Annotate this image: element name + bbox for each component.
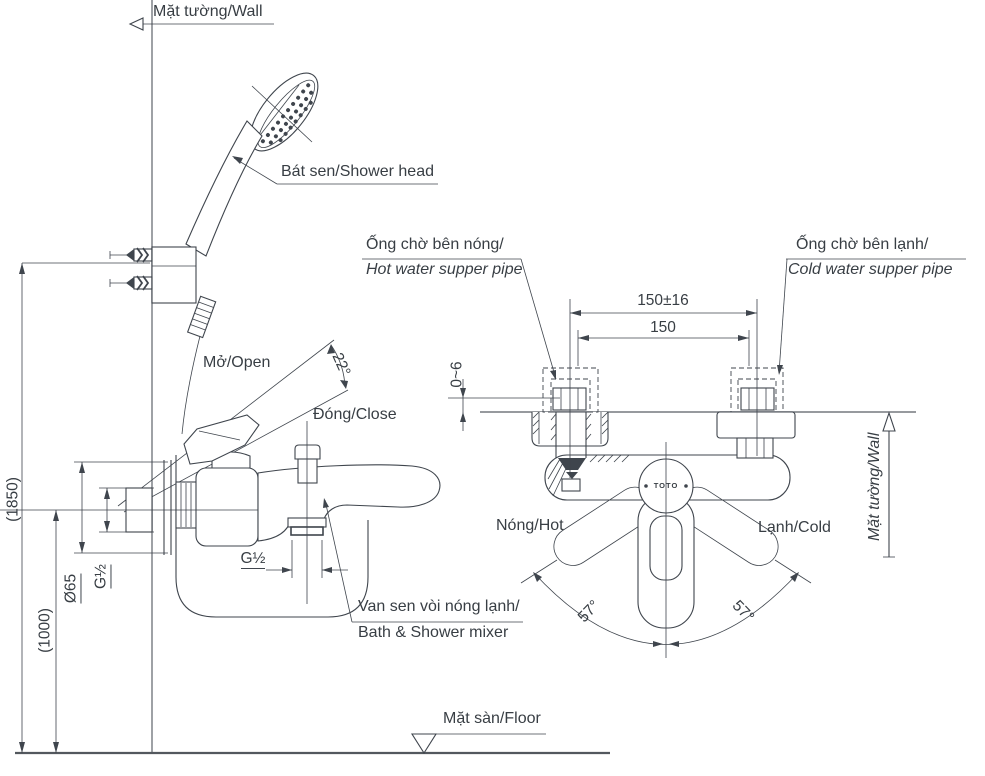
- spout: [257, 464, 441, 542]
- hot-handle-label: Nóng/Hot: [496, 517, 564, 534]
- dimension-1850: [19, 262, 150, 753]
- cover-plate-outline: [163, 455, 369, 618]
- cold-pipe-leader: [777, 258, 966, 375]
- shower-head-drawing: [185, 72, 319, 257]
- mixer-label-leader: [323, 498, 523, 623]
- mixer-label-en: Bath & Shower mixer: [358, 624, 509, 641]
- open-label: Mở/Open: [203, 354, 271, 371]
- spray-face-dots: [260, 83, 314, 145]
- hot-pipe-roughin: [542, 367, 599, 413]
- mixer-front-view: [520, 299, 812, 658]
- total-height-dimension: (1850): [4, 477, 22, 522]
- wall-anchor-bottom: [109, 275, 153, 291]
- shower-bracket: [151, 246, 217, 435]
- shower-hose: [181, 335, 201, 435]
- brand-logo: TOTO: [653, 481, 679, 490]
- mixer-body-side: [195, 467, 259, 547]
- close-label: Đóng/Close: [313, 406, 397, 423]
- wall-top-leader: [128, 17, 274, 31]
- pipe-spacing-tolerance-dimension: 150±16: [637, 292, 689, 309]
- dimension-150-16: [570, 310, 757, 316]
- dimension-g12-spout: [266, 540, 348, 578]
- wall-right-label: Mặt tường/Wall: [866, 432, 884, 542]
- dimension-g12-wall: [99, 487, 154, 533]
- wall-top-label: Mặt tường/Wall: [153, 3, 263, 20]
- cold-pipe-label-en: Cold water supper pipe: [788, 261, 953, 278]
- eccentric-connector: [175, 481, 199, 529]
- mixer-label-vi: Van sen vòi nóng lạnh/: [358, 598, 520, 615]
- floor-marker: [411, 733, 546, 755]
- cold-handle-label: Lạnh/Cold: [758, 519, 831, 536]
- pipe-spacing-dimension: 150: [650, 319, 676, 336]
- shower-head-leader: [232, 156, 438, 185]
- floor-label: Mặt sàn/Floor: [443, 710, 541, 727]
- inlet-thread-dimension: G½: [92, 552, 112, 602]
- mixer-height-dimension: (1000): [36, 608, 54, 653]
- dimension-0-6: [448, 379, 560, 431]
- shower-head-label: Bát sen/Shower head: [281, 163, 434, 180]
- escutcheon-diameter-dimension: Ø65: [62, 564, 82, 614]
- diverter-knob: [294, 444, 321, 460]
- cold-escutcheon: [716, 411, 796, 439]
- cold-pipe-label-vi: Ống chờ bên lạnh/: [796, 236, 929, 253]
- hot-pipe-leader: [362, 258, 557, 380]
- dimension-1000: [53, 510, 59, 753]
- wall-right-marker: [882, 411, 896, 558]
- spout-thread-dimension: G½: [228, 550, 278, 570]
- shower-handle: [185, 120, 263, 257]
- pipe-protrusion-dimension: 0~6: [448, 361, 466, 388]
- lever-handle-side: [183, 414, 260, 465]
- dimension-150: [577, 330, 750, 366]
- wall-anchor-top: [109, 247, 153, 263]
- mixer-side-view: [0, 414, 441, 604]
- dimension-dia65: [74, 461, 168, 554]
- hot-pipe-label-en: Hot water supper pipe: [366, 261, 523, 278]
- hot-pipe-label-vi: Ống chờ bên nóng/: [366, 236, 504, 253]
